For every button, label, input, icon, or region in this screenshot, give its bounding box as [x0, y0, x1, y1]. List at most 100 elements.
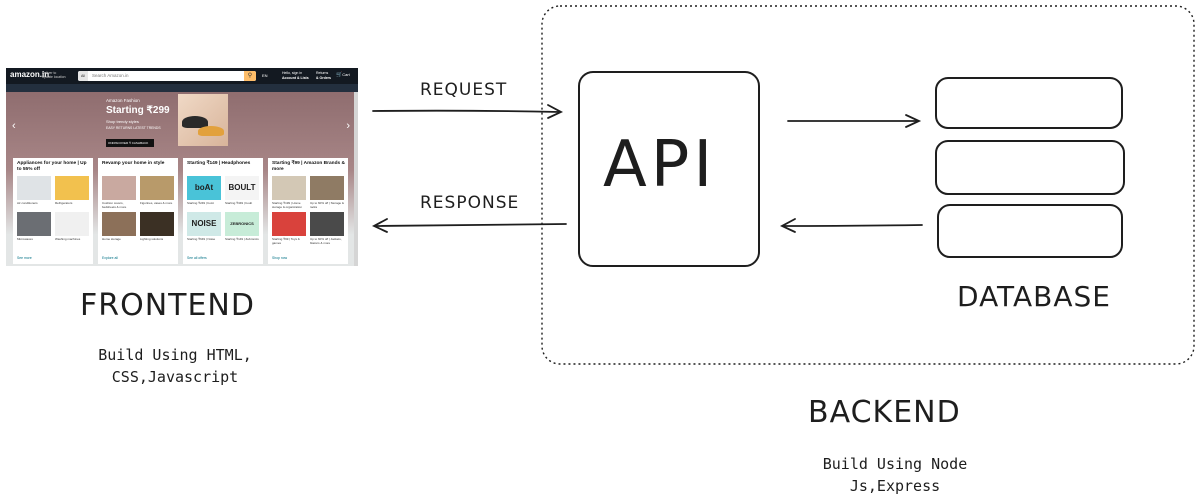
- tile-caption: Up to 60% off | Storage & racks: [310, 201, 344, 209]
- database-label: DATABASE: [957, 280, 1111, 313]
- language-selector[interactable]: EN: [262, 73, 268, 78]
- api-box: [578, 71, 760, 267]
- backend-container: [541, 5, 1195, 365]
- tile-caption: Starting ₹199 | Home storage & organizat…: [272, 201, 303, 209]
- scrollbar[interactable]: [354, 92, 358, 266]
- tile-caption: Air conditioners: [17, 201, 38, 205]
- product-tile[interactable]: ZEBRONICS: [225, 212, 259, 236]
- hero-price: Starting ₹299: [106, 105, 170, 116]
- tile-caption: Microwaves: [17, 237, 33, 241]
- cart-icon: 🛒: [336, 72, 343, 78]
- hero-shoes-image: [178, 94, 228, 146]
- frontend-description: Build Using HTML, CSS,Javascript: [60, 344, 290, 388]
- tile-caption: Starting ₹649 | Noise: [187, 237, 216, 241]
- tile-caption: Cushion covers, bedsheets & more: [102, 201, 127, 209]
- request-arrow: [372, 104, 564, 119]
- product-tile[interactable]: [17, 212, 51, 236]
- api-to-database-arrow: [787, 114, 922, 128]
- response-arrow: [371, 218, 567, 233]
- tile-caption: Figurines, vases & more: [140, 201, 173, 205]
- search-category[interactable]: All: [78, 71, 88, 81]
- product-tile[interactable]: [102, 176, 136, 200]
- account-menu[interactable]: Hello, sign in Account & Lists: [282, 71, 309, 80]
- card-link[interactable]: Shop now: [272, 256, 288, 260]
- tile-caption: Starting ₹99 | Toys & games: [272, 237, 300, 245]
- tile-caption: Refrigerators: [55, 201, 73, 205]
- returns-orders[interactable]: Returns & Orders: [316, 71, 331, 80]
- amazon-search-bar[interactable]: All Search Amazon.in ⚲: [78, 71, 256, 81]
- api-label: API: [603, 128, 717, 202]
- database-slab-2: [935, 140, 1125, 195]
- tile-caption: Starting ₹349 | boult: [225, 201, 253, 205]
- card-title: Starting ₹149 | Headphones: [187, 161, 251, 166]
- product-tile[interactable]: NOISE: [187, 212, 221, 236]
- amazon-logo[interactable]: amazon.in: [10, 70, 50, 79]
- product-tile[interactable]: [310, 176, 344, 200]
- product-tile[interactable]: BOULT: [225, 176, 259, 200]
- shoe-image: [182, 116, 208, 128]
- card-title: Starting ₹99 | Amazon Brands & more: [272, 161, 345, 172]
- hero-offer: ONDISCOVER ₹ CASHBACK: [106, 139, 154, 147]
- brand-logo: boAt: [194, 183, 214, 192]
- response-label: RESPONSE: [420, 193, 520, 213]
- product-tile[interactable]: [102, 212, 136, 236]
- card-link[interactable]: See all offers: [187, 256, 207, 260]
- chevron-left-icon[interactable]: ‹: [12, 120, 16, 132]
- product-tile[interactable]: boAt: [187, 176, 221, 200]
- search-button[interactable]: ⚲: [244, 71, 256, 81]
- product-card[interactable]: Appliances for your home | Up to 55% off…: [13, 158, 93, 264]
- cart-button[interactable]: 🛒Cart: [336, 72, 350, 78]
- search-input[interactable]: Search Amazon.in: [92, 73, 129, 78]
- database-to-api-arrow: [779, 218, 923, 233]
- search-icon: ⚲: [247, 73, 253, 79]
- frontend-screenshot: amazon.in Deliver to Update location All…: [6, 68, 358, 266]
- shoe-image: [198, 126, 224, 136]
- product-tile[interactable]: [17, 176, 51, 200]
- hero-tag: Amazon Fashion: [106, 98, 140, 103]
- brand-logo: ZEBRONICS: [230, 221, 254, 226]
- backend-description: Build Using Node Js,Express: [790, 453, 1000, 497]
- amazon-top-nav: amazon.in Deliver to Update location All…: [6, 68, 358, 84]
- account-line-2: Account & Lists: [282, 75, 309, 80]
- account-line-1: Hello, sign in: [282, 71, 303, 75]
- cart-label: Cart: [342, 72, 350, 77]
- frontend-title: FRONTEND: [80, 288, 255, 323]
- backend-desc-line-2: Js,Express: [849, 477, 941, 495]
- card-title: Revamp your home in style: [102, 161, 165, 166]
- frontend-desc-line-1: Build Using HTML,: [98, 346, 252, 364]
- brand-logo: BOULT: [228, 183, 256, 192]
- database-slab-1: [935, 77, 1123, 129]
- tile-caption: Home storage: [102, 237, 121, 241]
- deliver-line-2: Update location: [42, 75, 66, 79]
- product-tile[interactable]: [272, 212, 306, 236]
- tile-caption: Starting ₹249 | boAt: [187, 201, 214, 205]
- product-tile[interactable]: [272, 176, 306, 200]
- product-tile[interactable]: [55, 212, 89, 236]
- tile-caption: Starting ₹149 | Zebronics: [225, 237, 259, 241]
- product-tile[interactable]: [140, 176, 174, 200]
- deliver-to[interactable]: Deliver to Update location: [42, 71, 66, 79]
- returns-line-2: & Orders: [316, 75, 331, 80]
- tile-caption: Up to 60% off | Jackets, blazers & more: [310, 237, 342, 245]
- frontend-desc-line-2: CSS,Javascript: [111, 368, 239, 386]
- card-link[interactable]: Explore all: [102, 256, 118, 260]
- returns-line-1: Returns: [316, 71, 329, 75]
- tile-caption: Lighting solutions: [140, 237, 164, 241]
- amazon-sub-nav: ≡ AllFreshMX PlayerSellBest SellersToday…: [6, 84, 358, 100]
- deliver-line-1: Deliver to: [42, 71, 57, 75]
- card-link[interactable]: See more: [17, 256, 32, 260]
- product-tile[interactable]: [310, 212, 344, 236]
- brand-logo: NOISE: [191, 219, 217, 228]
- tile-caption: Washing machines: [55, 237, 81, 241]
- database-slab-3: [937, 204, 1123, 258]
- product-tile[interactable]: [55, 176, 89, 200]
- chevron-right-icon[interactable]: ›: [346, 120, 350, 132]
- request-label: REQUEST: [420, 80, 508, 100]
- product-tile[interactable]: [140, 212, 174, 236]
- hero-categories: EASY RETURNS LATEST TRENDS: [106, 126, 161, 130]
- backend-title: BACKEND: [808, 395, 961, 430]
